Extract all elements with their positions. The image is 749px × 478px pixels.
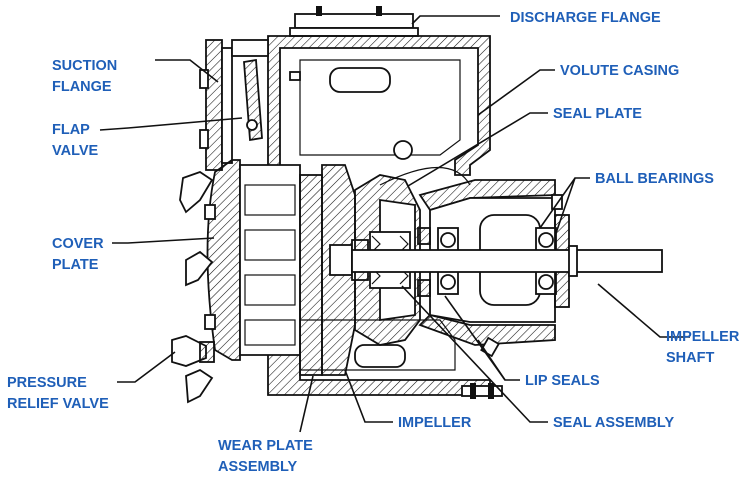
cover-plate-part	[206, 159, 241, 361]
label-impeller-shaft-line1: IMPELLER	[666, 329, 740, 345]
wear-plate-part	[299, 174, 323, 376]
leader-lines	[99, 15, 690, 433]
label-discharge-flange: DISCHARGE FLANGE	[510, 10, 661, 26]
label-suction-flange-line2: FLANGE	[52, 79, 112, 95]
label-volute-casing: VOLUTE CASING	[560, 63, 679, 79]
label-flap-valve-line2: VALVE	[52, 143, 99, 159]
label-cover-plate-line2: PLATE	[52, 257, 99, 273]
impeller-shaft-part	[351, 249, 663, 273]
discharge-flange-part	[294, 13, 414, 29]
label-seal-plate: SEAL PLATE	[553, 106, 642, 122]
flap-valve-part	[243, 58, 263, 142]
pump-drawing	[171, 6, 663, 404]
labels: DISCHARGE FLANGE SUCTION FLANGE VOLUTE C…	[7, 10, 740, 475]
label-ball-bearings: BALL BEARINGS	[595, 171, 714, 187]
suction-flange-part	[205, 39, 223, 171]
ball-bearings-part	[437, 227, 557, 295]
label-pressure-relief-line2: RELIEF VALVE	[7, 396, 109, 412]
lip-seals-part	[417, 227, 431, 297]
label-impeller: IMPELLER	[398, 415, 472, 431]
label-lip-seals: LIP SEALS	[525, 373, 600, 389]
label-wear-plate-line1: WEAR PLATE	[218, 438, 313, 454]
label-impeller-shaft-line2: SHAFT	[666, 350, 714, 366]
label-suction-flange-line1: SUCTION	[52, 58, 117, 74]
label-flap-valve-line1: FLAP	[52, 122, 90, 138]
label-wear-plate-line2: ASSEMBLY	[218, 459, 298, 475]
volute-casing-part	[267, 35, 491, 176]
label-cover-plate-line1: COVER	[52, 236, 104, 252]
label-pressure-relief-line1: PRESSURE	[7, 375, 87, 391]
label-seal-assembly: SEAL ASSEMBLY	[553, 415, 674, 431]
